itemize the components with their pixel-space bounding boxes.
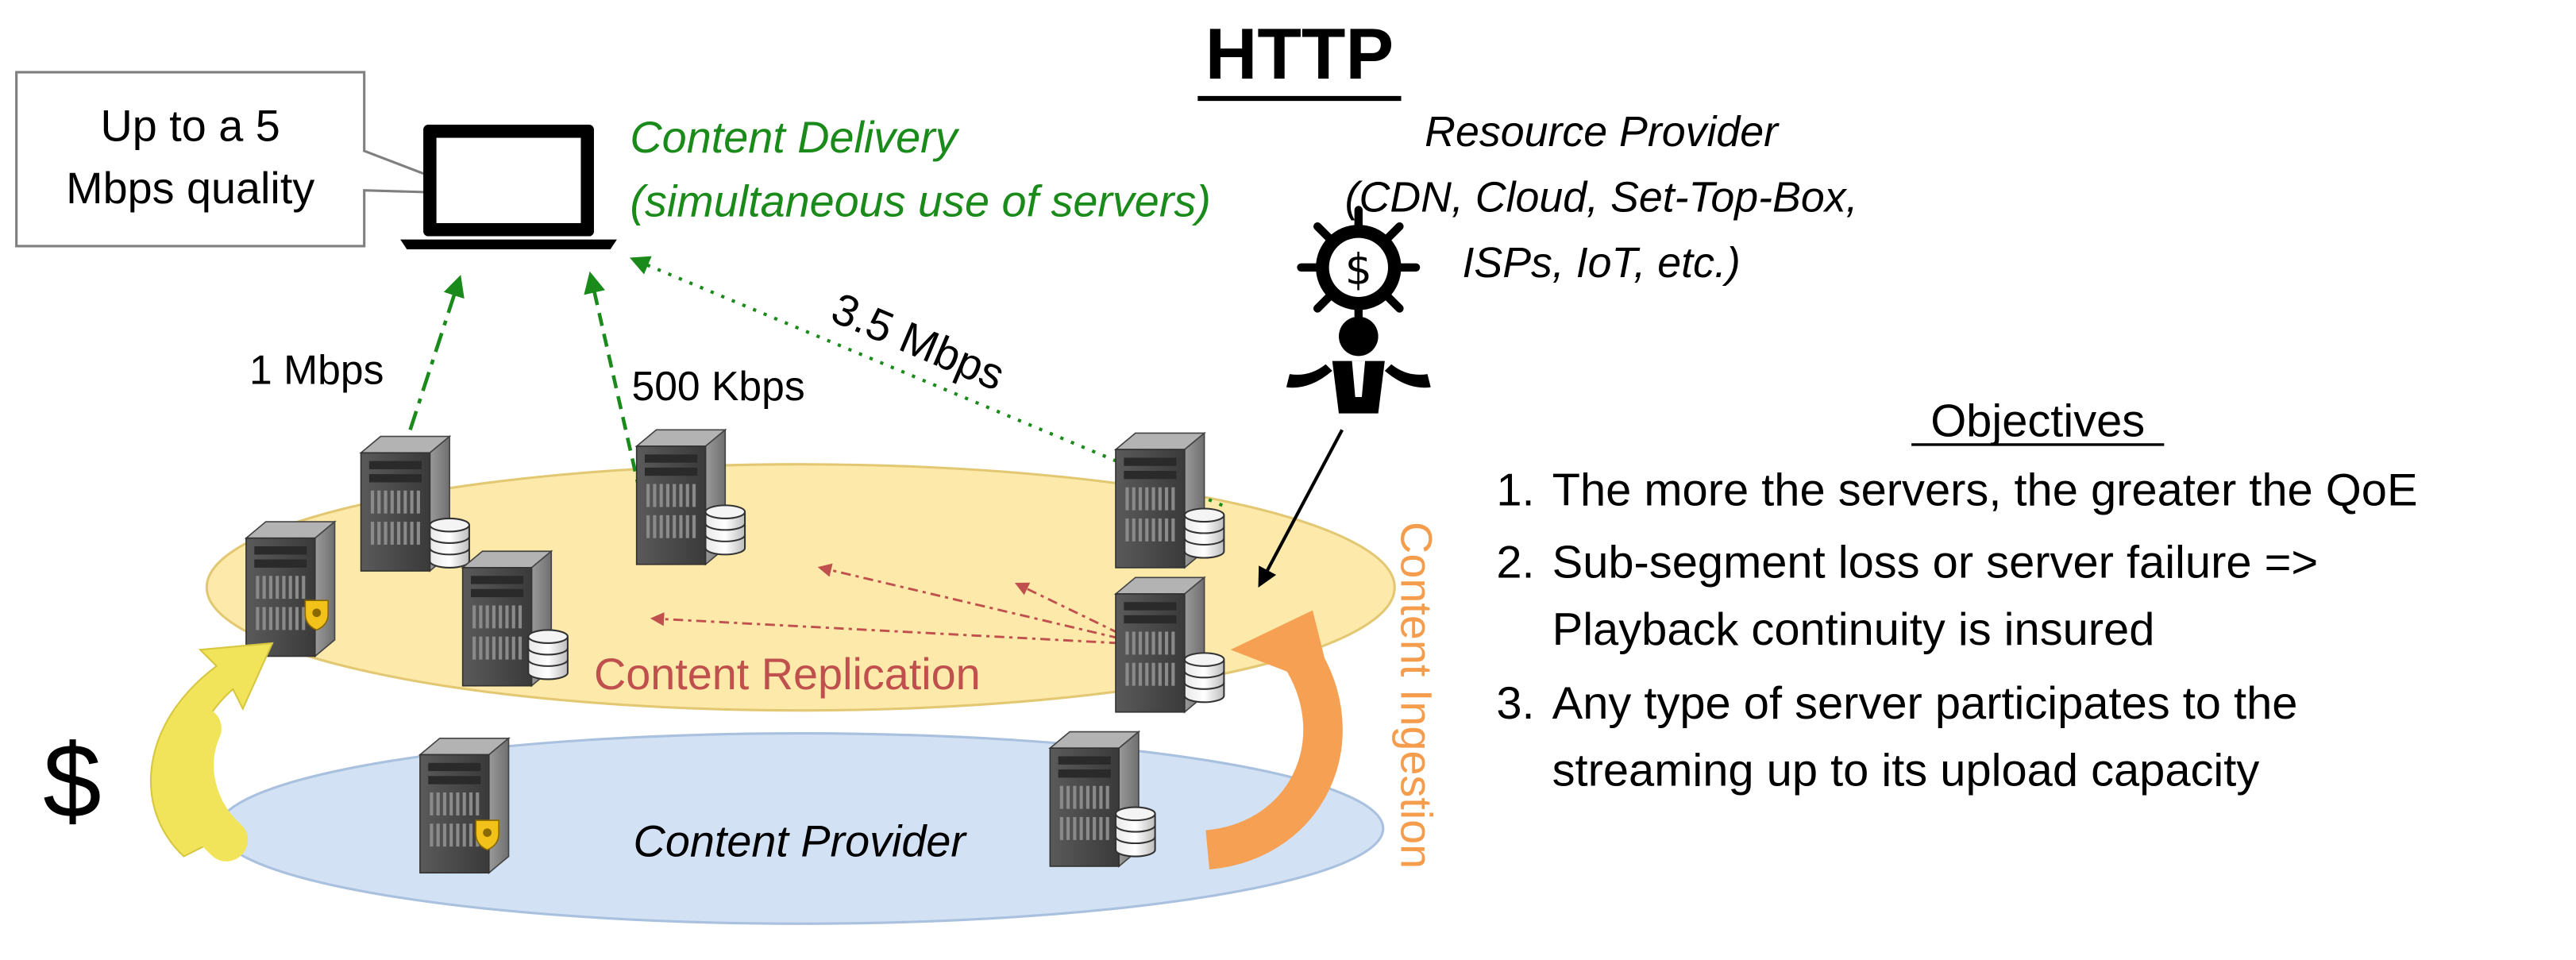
- callout-line1: Up to a 5: [101, 102, 280, 151]
- content-delivery-line1: Content Delivery: [630, 113, 959, 162]
- rate-label-500kbps: 500 Kbps: [631, 363, 804, 409]
- content-replication-label: Content Replication: [594, 650, 981, 699]
- resource-provider-arrow: [1258, 429, 1344, 588]
- objectives-heading: Objectives: [1930, 396, 2145, 447]
- objective-1-line1: The more the servers, the greater the Qo…: [1552, 465, 2418, 515]
- rate-label-3-5mbps: 3.5 Mbps: [825, 283, 1012, 400]
- content-ingestion-label: Content Ingestion: [1392, 522, 1441, 869]
- database-replica-1: [429, 517, 470, 569]
- replication-arrow-1: [650, 612, 1120, 645]
- database-replica-4: [527, 629, 569, 680]
- money-flow-arrow-body: [171, 707, 248, 862]
- objective-3-line2: streaming up to its upload capacity: [1552, 746, 2260, 796]
- content-delivery-line2: (simultaneous use of servers): [630, 177, 1210, 226]
- resource-provider-icon: $: [1286, 206, 1431, 414]
- dollar-symbol: $: [1345, 244, 1372, 294]
- laptop-icon: [400, 125, 617, 250]
- database-replica-5: [1183, 652, 1225, 704]
- quality-callout: [15, 71, 476, 248]
- objective-3-line1: Any type of server participates to the: [1552, 678, 2298, 729]
- server-provider-secure: [418, 737, 510, 874]
- delivery-arrow-1mbps: [408, 275, 465, 431]
- objective-2-line1: Sub-segment loss or server failure =>: [1552, 537, 2319, 588]
- database-provider: [1114, 806, 1156, 858]
- replication-arrow-2: [817, 563, 1120, 640]
- objective-1-number: 1.: [1496, 465, 1534, 515]
- objective-3-number: 3.: [1496, 678, 1534, 729]
- objective-2-number: 2.: [1496, 537, 1534, 588]
- database-replica-3: [1183, 507, 1225, 559]
- money-symbol: $: [43, 723, 102, 840]
- ingestion-arrow-body: [1205, 638, 1343, 869]
- delivery-arrow-500kbps: [584, 271, 642, 493]
- replication-arrow-3: [1014, 582, 1120, 634]
- resource-provider-line2: (CDN, Cloud, Set-Top-Box,: [1345, 174, 1858, 222]
- rate-label-1mbps: 1 Mbps: [249, 346, 384, 392]
- resource-provider-line1: Resource Provider: [1425, 108, 1780, 156]
- objective-2-line2: Playback continuity is insured: [1552, 604, 2155, 655]
- database-replica-2: [704, 504, 746, 556]
- page-title: HTTP: [1205, 14, 1394, 94]
- server-secure-replica: [245, 521, 336, 657]
- content-provider-label: Content Provider: [634, 817, 968, 866]
- ingestion-arrow-head: [1230, 610, 1332, 689]
- resource-provider-line3: ISPs, IoT, etc.): [1462, 239, 1740, 287]
- callout-line2: Mbps quality: [66, 164, 314, 213]
